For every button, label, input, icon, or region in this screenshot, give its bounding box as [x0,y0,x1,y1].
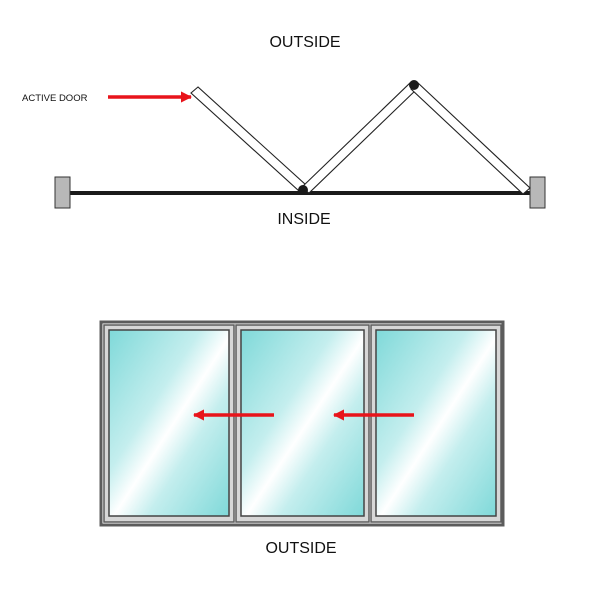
door-panel-3 [410,82,531,195]
hinge-pivot-bottom [298,185,308,195]
glass-panel-3 [370,324,502,523]
glass-pane-3 [375,329,497,517]
door-panel-2 [300,82,419,194]
glass-pane-2 [240,329,365,517]
elevation-view: OUTSIDE [99,320,505,557]
right-jamb [529,176,546,209]
glass-panel-1 [103,324,235,523]
plan-inside-label: INSIDE [277,211,330,228]
active-door-label: ACTIVE DOOR [22,93,88,104]
elevation-outside-label: OUTSIDE [265,540,336,557]
folded-panels [190,82,531,195]
left-jamb [54,176,71,209]
glass-pane-1 [108,329,230,517]
plan-outside-label: OUTSIDE [269,34,340,51]
plan-view: OUTSIDE ACTIVE DOOR INSIDE [22,34,546,228]
hinge-pivot-top [409,80,419,90]
glass-panel-2 [235,324,370,523]
active-door-panel [190,86,307,192]
